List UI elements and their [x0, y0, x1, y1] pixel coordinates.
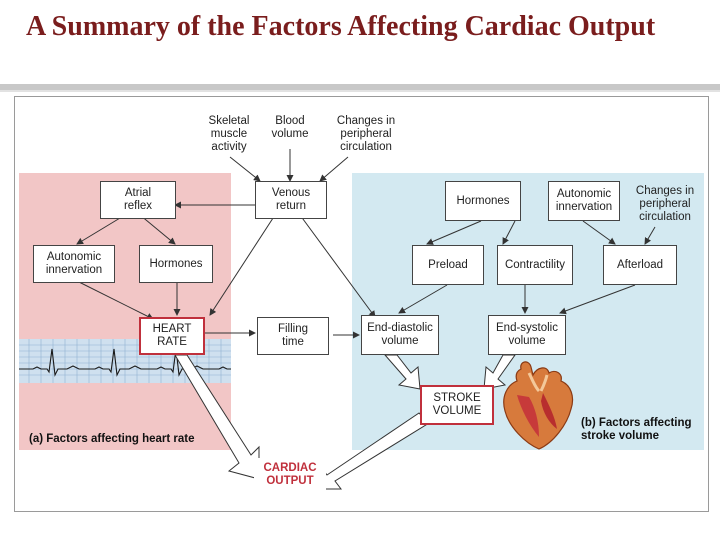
page-title: A Summary of the Factors Affecting Cardi…: [26, 11, 656, 42]
cardiac-output-diagram: Skeletal muscle activity Blood volume Ch…: [14, 96, 709, 512]
blood-volume-label: Blood volume: [271, 115, 309, 140]
peripheral-circulation-label-b: Changes in peripheral circulation: [635, 185, 695, 223]
peripheral-circulation-label: Changes in peripheral circulation: [336, 115, 396, 153]
heart-illustration: [503, 361, 574, 450]
connector-lines: [76, 149, 656, 490]
cardiac-output-label: CARDIAC OUTPUT: [254, 458, 326, 492]
hormones-box-b: Hormones: [445, 181, 521, 221]
title-divider: [0, 84, 720, 90]
venous-return-box: Venous return: [255, 181, 327, 219]
contractility-box: Contractility: [497, 245, 573, 285]
heart-rate-caption: (a) Factors affecting heart rate: [29, 433, 195, 445]
autonomic-innervation-box-b: Autonomic innervation: [548, 181, 620, 221]
preload-box: Preload: [412, 245, 484, 285]
hormones-box-a: Hormones: [139, 245, 213, 283]
end-systolic-volume-box: End-systolic volume: [488, 315, 566, 355]
stroke-volume-box: STROKE VOLUME: [420, 385, 494, 425]
heart-rate-panel: [19, 173, 231, 450]
atrial-reflex-box: Atrial reflex: [100, 181, 176, 219]
afterload-box: Afterload: [603, 245, 677, 285]
title-divider-shadow: [0, 90, 720, 92]
skeletal-muscle-activity-label: Skeletal muscle activity: [208, 115, 250, 153]
autonomic-innervation-box-a: Autonomic innervation: [33, 245, 115, 283]
heart-rate-box: HEART RATE: [139, 317, 205, 355]
end-diastolic-volume-box: End-diastolic volume: [361, 315, 439, 355]
stroke-volume-caption: (b) Factors affecting stroke volume: [581, 417, 692, 442]
filling-time-box: Filling time: [257, 317, 329, 355]
